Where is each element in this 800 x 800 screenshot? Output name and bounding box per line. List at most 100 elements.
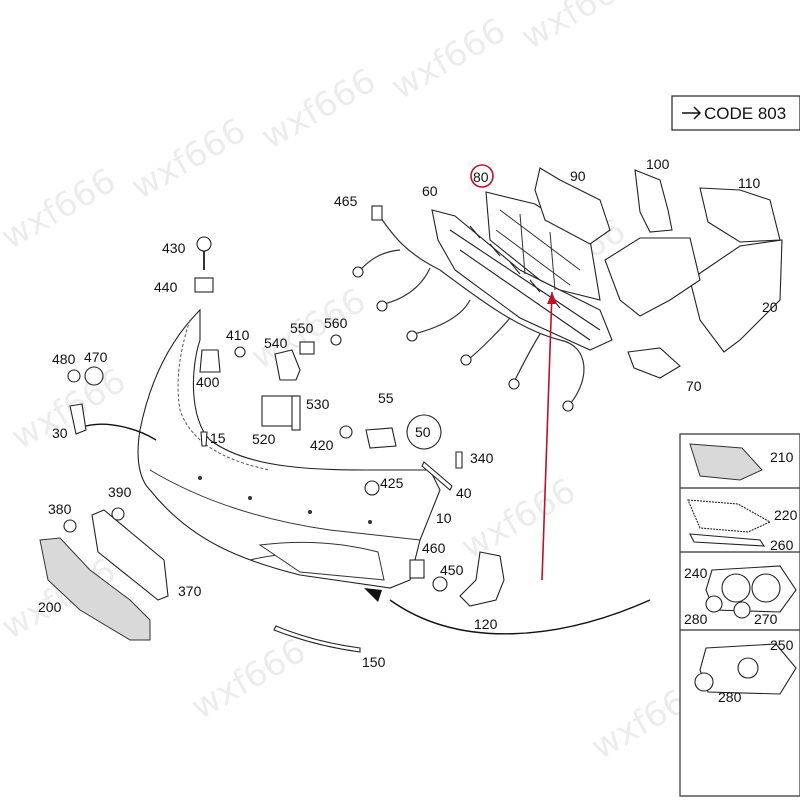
bracket-120 xyxy=(459,551,505,607)
label-260: 260 xyxy=(770,537,794,553)
fog-grille-210 xyxy=(689,443,763,481)
sensor-connector xyxy=(406,330,418,342)
label-480: 480 xyxy=(52,351,76,367)
ring-270 xyxy=(733,601,751,619)
label-410: 410 xyxy=(226,327,250,343)
bracket-55 xyxy=(365,427,397,449)
sensor-connector xyxy=(460,354,472,366)
watermark: wxf666 xyxy=(0,161,123,258)
label-420: 420 xyxy=(310,437,334,453)
label-390: 390 xyxy=(108,484,132,500)
clip-460 xyxy=(409,559,425,579)
label-210: 210 xyxy=(770,449,794,465)
label-55: 55 xyxy=(378,390,394,406)
cover-30 xyxy=(69,403,87,435)
nut-440 xyxy=(194,277,214,293)
bracket-70 xyxy=(627,347,681,379)
label-90: 90 xyxy=(570,168,586,184)
part-labels: 465 60 80 90 100 110 20 70 430 440 410 5… xyxy=(38,156,798,705)
bracket-100 xyxy=(634,169,673,233)
label-110: 110 xyxy=(738,175,761,191)
watermark-layer: wxf666 wxf666 wxf666 wxf666 wxf666 wxf66… xyxy=(0,0,713,768)
license-plate-370 xyxy=(91,509,169,601)
watermark: wxf666 xyxy=(185,631,313,728)
harness-clip xyxy=(371,205,383,221)
label-370: 370 xyxy=(178,583,202,599)
screw-560 xyxy=(330,334,342,346)
guide-20 xyxy=(689,239,783,353)
label-30: 30 xyxy=(52,425,68,441)
label-560: 560 xyxy=(324,315,348,331)
code-label: CODE 803 xyxy=(704,104,786,123)
clip-550 xyxy=(299,341,315,355)
lower-parts xyxy=(39,509,505,653)
wiring-harness-465 xyxy=(352,205,585,412)
label-20: 20 xyxy=(762,299,778,315)
sensor-470 xyxy=(84,366,104,386)
clip-425 xyxy=(364,480,380,496)
highlight-circle-80 xyxy=(470,164,494,188)
label-220: 220 xyxy=(774,507,798,523)
label-530: 530 xyxy=(306,396,330,412)
chrome-strip-260 xyxy=(689,533,766,547)
red-arrow xyxy=(541,291,553,581)
bolt-410 xyxy=(234,346,246,358)
light-ring xyxy=(751,573,781,603)
label-430: 430 xyxy=(162,240,186,256)
strip-40 xyxy=(421,461,453,491)
watermark: wxf666 xyxy=(515,0,643,58)
bracket-left xyxy=(604,237,701,317)
label-460: 460 xyxy=(422,540,446,556)
label-520: 520 xyxy=(252,431,276,447)
star-emblem xyxy=(737,657,759,679)
label-540: 540 xyxy=(264,335,288,351)
ring-480 xyxy=(67,369,81,383)
holder-400 xyxy=(199,349,221,373)
screw-450 xyxy=(432,576,448,592)
label-50: 50 xyxy=(415,424,431,440)
label-200: 200 xyxy=(38,599,62,615)
screw-420 xyxy=(339,425,353,439)
ring-280 xyxy=(705,595,723,613)
bracket-90 xyxy=(534,167,611,245)
label-240: 240 xyxy=(684,565,708,581)
nut-390 xyxy=(111,507,125,521)
cover-110 xyxy=(699,187,781,243)
label-80: 80 xyxy=(473,169,489,185)
label-70: 70 xyxy=(686,378,702,394)
plate-530 xyxy=(291,395,301,431)
label-340: 340 xyxy=(470,450,494,466)
screw-380 xyxy=(63,519,77,533)
watermark: wxf666 xyxy=(125,111,253,208)
strip-150 xyxy=(273,625,361,653)
screw-430 xyxy=(196,236,212,252)
label-440: 440 xyxy=(154,279,178,295)
label-470: 470 xyxy=(84,349,108,365)
label-100: 100 xyxy=(646,156,670,172)
label-270: 270 xyxy=(754,611,778,627)
label-40: 40 xyxy=(456,485,472,501)
sensor-connector xyxy=(376,300,388,312)
label-250: 250 xyxy=(770,637,794,653)
variant-panels xyxy=(679,433,800,797)
label-450: 450 xyxy=(440,562,464,578)
pin-340 xyxy=(455,451,463,469)
label-120: 120 xyxy=(474,616,498,632)
label-400: 400 xyxy=(196,374,220,390)
label-150: 150 xyxy=(362,654,386,670)
bumper-cover-10 xyxy=(137,308,441,589)
support-parts xyxy=(431,167,783,379)
fog-mesh-220 xyxy=(687,499,772,533)
watermark: wxf666 xyxy=(255,61,383,158)
ring-280 xyxy=(694,672,714,692)
watermark: wxf666 xyxy=(455,471,583,568)
label-60: 60 xyxy=(422,183,438,199)
pin-15 xyxy=(200,431,208,447)
label-280-a: 280 xyxy=(684,611,708,627)
label-10: 10 xyxy=(436,510,452,526)
impact-absorber-60 xyxy=(431,209,613,351)
label-425: 425 xyxy=(380,475,404,491)
sensor-connector xyxy=(508,378,520,390)
fasteners xyxy=(63,236,463,592)
